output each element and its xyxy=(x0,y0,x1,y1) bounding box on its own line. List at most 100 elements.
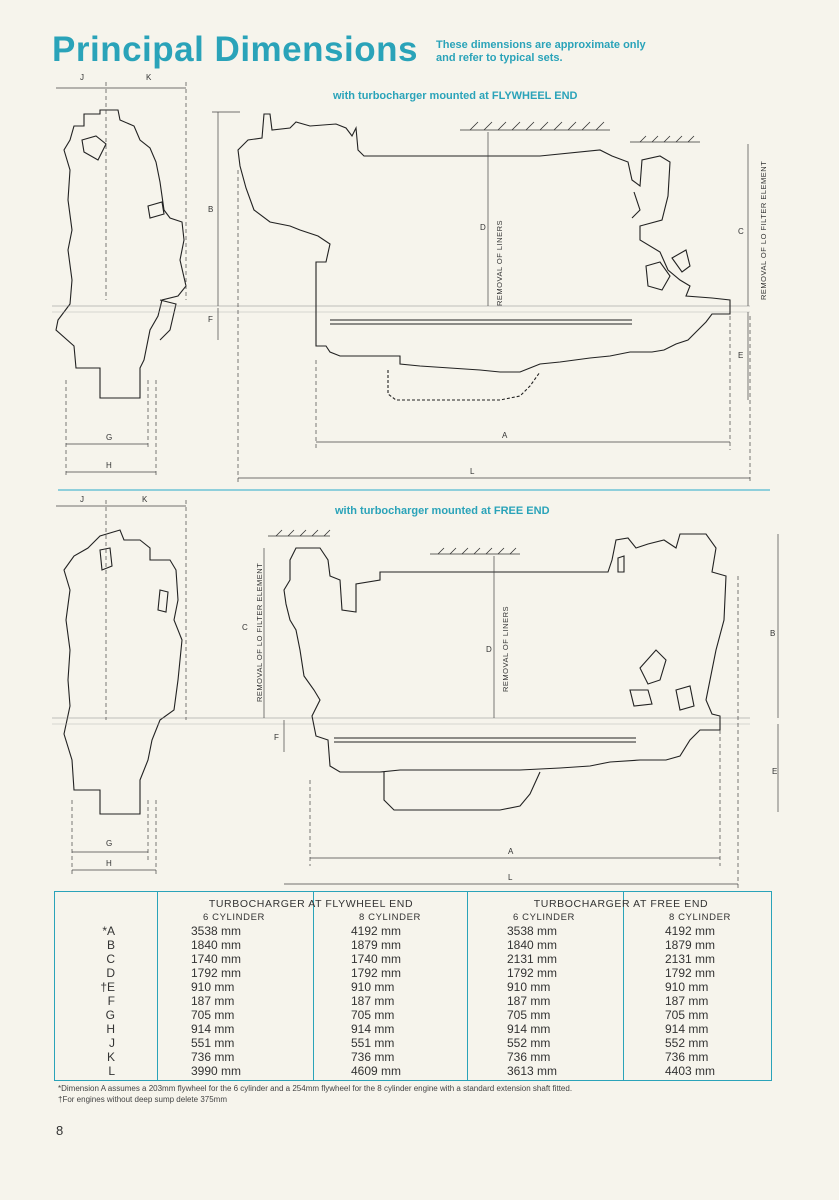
cell-value: 705 mm xyxy=(191,1008,235,1022)
page-number: 8 xyxy=(56,1123,64,1138)
group-header-free-end: TURBOCHARGER AT FREE END xyxy=(533,898,709,910)
row-label: F xyxy=(107,994,115,1008)
dim-label-f-top: F xyxy=(208,315,213,324)
dim-label-b-top: B xyxy=(208,205,213,214)
cell-value: 187 mm xyxy=(507,994,551,1008)
cell-value: 4192 mm xyxy=(351,924,402,938)
dim-label-c-bottom: C xyxy=(242,623,248,632)
cell-value: 705 mm xyxy=(507,1008,551,1022)
dimensions-table: TURBOCHARGER AT FLYWHEEL END TURBOCHARGE… xyxy=(54,891,772,1081)
table-row: K 736 mm 736 mm 736 mm 736 mm xyxy=(55,1050,771,1064)
row-label: L xyxy=(108,1064,115,1078)
bottom-side-view-outline xyxy=(283,533,727,811)
cell-value: 736 mm xyxy=(351,1050,395,1064)
dim-label-c-top: C xyxy=(738,227,744,236)
cell-value: 736 mm xyxy=(507,1050,551,1064)
row-label: K xyxy=(106,1050,115,1064)
table-row: D 1792 mm 1792 mm 1792 mm 1792 mm xyxy=(55,966,771,980)
cell-value: 1840 mm xyxy=(507,938,558,952)
removal-of-liners-bottom: REMOVAL OF LINERS xyxy=(501,606,510,692)
dim-label-a-bottom: A xyxy=(508,847,514,856)
col-header-8cyl: 8 CYLINDER xyxy=(359,912,421,923)
cell-value: 551 mm xyxy=(191,1036,235,1050)
col-header-8cyl: 8 CYLINDER xyxy=(669,912,731,923)
removal-of-liners-top: REMOVAL OF LINERS xyxy=(495,220,504,306)
header-note: These dimensions are approximate only an… xyxy=(436,39,646,65)
table-row: *A 3538 mm 4192 mm 3538 mm 4192 mm xyxy=(55,924,771,938)
dim-label-e-bottom: E xyxy=(772,767,777,776)
dim-label-j-bottom: J xyxy=(80,495,84,504)
table-row: J 551 mm 551 mm 552 mm 552 mm xyxy=(55,1036,771,1050)
cell-value: 914 mm xyxy=(351,1022,395,1036)
cell-value: 2131 mm xyxy=(665,952,716,966)
cell-value: 552 mm xyxy=(507,1036,551,1050)
cell-value: 1792 mm xyxy=(351,966,402,980)
cell-value: 1840 mm xyxy=(191,938,242,952)
dim-label-d-top: D xyxy=(480,223,486,232)
cell-value: 914 mm xyxy=(665,1022,709,1036)
dim-label-h-top: H xyxy=(106,461,112,470)
dim-label-k-top: K xyxy=(146,73,152,82)
cell-value: 705 mm xyxy=(665,1008,709,1022)
header-note-line1: These dimensions are approximate only xyxy=(436,39,646,51)
dim-label-e-top: E xyxy=(738,351,743,360)
cell-value: 736 mm xyxy=(191,1050,235,1064)
dim-label-g-top: G xyxy=(106,433,112,442)
cell-value: 187 mm xyxy=(665,994,709,1008)
col-header-6cyl: 6 CYLINDER xyxy=(513,912,575,923)
row-label: H xyxy=(106,1022,115,1036)
header-note-line2: and refer to typical sets. xyxy=(436,52,563,64)
row-label: C xyxy=(106,952,115,966)
cell-value: 3538 mm xyxy=(191,924,242,938)
cell-value: 1792 mm xyxy=(507,966,558,980)
cell-value: 910 mm xyxy=(665,980,709,994)
cell-value: 1740 mm xyxy=(351,952,402,966)
bottom-diagram-caption: with turbocharger mounted at FREE END xyxy=(335,505,550,517)
cell-value: 705 mm xyxy=(351,1008,395,1022)
table-row: †E 910 mm 910 mm 910 mm 910 mm xyxy=(55,980,771,994)
table-row: B 1840 mm 1879 mm 1840 mm 1879 mm xyxy=(55,938,771,952)
top-end-view-outline xyxy=(55,109,187,399)
cell-value: 4403 mm xyxy=(665,1064,716,1078)
cell-value: 187 mm xyxy=(191,994,235,1008)
cell-value: 4609 mm xyxy=(351,1064,402,1078)
row-label: B xyxy=(106,938,115,952)
table-row: H 914 mm 914 mm 914 mm 914 mm xyxy=(55,1022,771,1036)
footnote-deep-sump: †For engines without deep sump delete 37… xyxy=(58,1095,227,1104)
page-title: Principal Dimensions xyxy=(52,30,418,69)
dim-label-a-top: A xyxy=(502,431,508,440)
bottom-end-view-outline xyxy=(63,529,183,815)
cell-value: 3990 mm xyxy=(191,1064,242,1078)
top-side-view-outline xyxy=(237,113,731,401)
cell-value: 910 mm xyxy=(507,980,551,994)
cell-value: 910 mm xyxy=(191,980,235,994)
table-row: C 1740 mm 1740 mm 2131 mm 2131 mm xyxy=(55,952,771,966)
table-row: F 187 mm 187 mm 187 mm 187 mm xyxy=(55,994,771,1008)
cell-value: 736 mm xyxy=(665,1050,709,1064)
cell-value: 1879 mm xyxy=(665,938,716,952)
table-row: G 705 mm 705 mm 705 mm 705 mm xyxy=(55,1008,771,1022)
removal-of-filter-top: REMOVAL OF LO FILTER ELEMENT xyxy=(759,161,768,300)
table-divider xyxy=(157,892,158,1080)
cell-value: 914 mm xyxy=(507,1022,551,1036)
table-divider xyxy=(313,892,314,1080)
section-divider xyxy=(58,489,770,491)
cell-value: 187 mm xyxy=(351,994,395,1008)
cell-value: 551 mm xyxy=(351,1036,395,1050)
table-divider xyxy=(623,892,624,1080)
table-body: *A 3538 mm 4192 mm 3538 mm 4192 mm B 184… xyxy=(55,924,771,1078)
row-label: †E xyxy=(100,980,115,994)
cell-value: 1792 mm xyxy=(191,966,242,980)
cell-value: 3538 mm xyxy=(507,924,558,938)
group-header-flywheel: TURBOCHARGER AT FLYWHEEL END xyxy=(208,898,414,910)
cell-value: 914 mm xyxy=(191,1022,235,1036)
row-label: J xyxy=(109,1036,115,1050)
cell-value: 552 mm xyxy=(665,1036,709,1050)
cell-value: 2131 mm xyxy=(507,952,558,966)
cell-value: 3613 mm xyxy=(507,1064,558,1078)
footnote-dimension-a: *Dimension A assumes a 203mm flywheel fo… xyxy=(58,1084,573,1093)
dim-label-j-top: J xyxy=(80,73,84,82)
dim-label-d-bottom: D xyxy=(486,645,492,654)
dim-label-b-bottom: B xyxy=(770,629,775,638)
